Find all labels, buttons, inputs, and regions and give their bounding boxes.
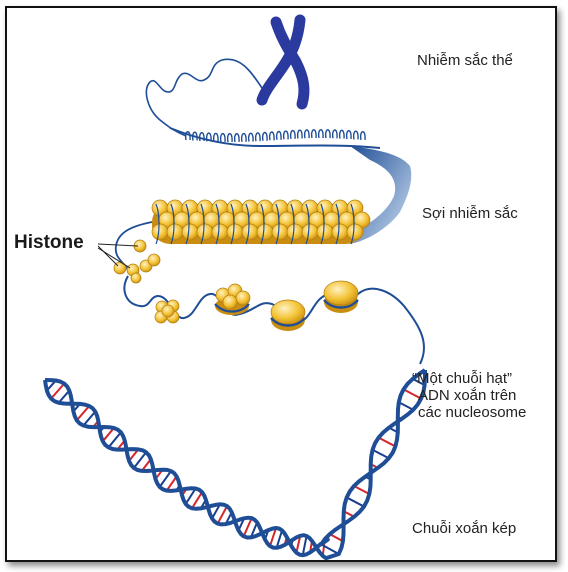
label-double-helix: Chuỗi xoắn kép [412,520,517,537]
chromosome-icon [256,14,310,110]
fiber-band [350,146,412,244]
dna-strand-top [145,58,263,137]
label-chromosome: Nhiễm sắc thể [417,52,513,69]
beads-string [123,275,425,365]
histone-pointer-lines [97,243,139,269]
dna-double-helix-icon [43,368,427,561]
nucleosome-icon [154,280,359,331]
label-chromatin-fiber: Sợi nhiễm sắc [422,205,518,222]
chromatin-coil [169,127,381,149]
label-beads-line2: ADN xoắn trên [418,387,517,404]
chromatin-fiber-icon [151,199,371,245]
figure-frame [5,6,557,562]
label-beads-line1: “Một chuỗi hạt” [412,370,513,387]
label-histone: Histone [14,232,84,253]
label-beads-line3: các nucleosome [418,404,527,421]
